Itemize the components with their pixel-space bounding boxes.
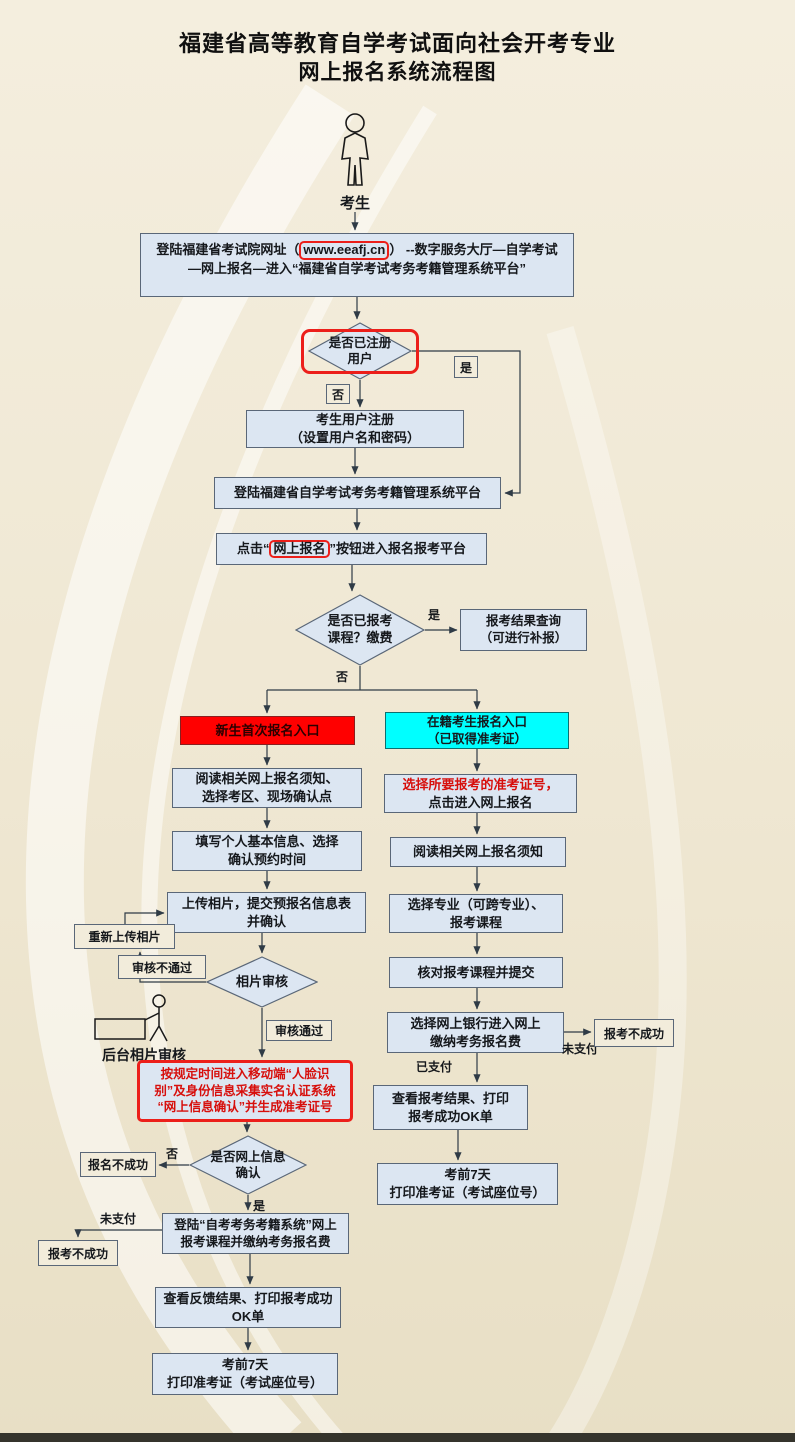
online-signup-text: 网上报名 [273, 540, 326, 556]
edge-label-yes-registered: 是 [454, 356, 478, 378]
edge-label-paid: 已支付 [416, 1060, 453, 1074]
node-check-course: 核对报考课程并提交 [389, 957, 563, 988]
node-exam-fail-right: 报考不成功 [594, 1019, 674, 1047]
click-text-post: ”按钮进入报名报考平台 [329, 541, 467, 557]
node-choose-major: 选择专业（可跨专业）、 报考课程 [389, 894, 563, 933]
node-face-recognition: 按规定时间进入移动端“人脸识 别”及身份信息采集实名认证系统 “网上信息确认”并… [137, 1060, 353, 1122]
backstage-reviewer-icon [92, 992, 182, 1044]
node-exam-fail-left: 报考不成功 [38, 1240, 118, 1266]
node-reupload-photo: 重新上传相片 [74, 924, 175, 949]
node-login-platform: 登陆福建省自学考试考务考籍管理系统平台 [214, 477, 501, 509]
decision-photo-review-label: 相片审核 [235, 973, 288, 989]
node-fill-info: 填写个人基本信息、选择 确认预约时间 [172, 831, 362, 871]
node-pay-course-new: 登陆“自考考务考籍系统”网上 报考课程并缴纳考务报名费 [162, 1213, 349, 1254]
edge-label-unpaid-left: 未支付 [100, 1212, 137, 1226]
node-print-ticket-new: 考前7天 打印准考证（考试座位号） [152, 1353, 338, 1395]
node-new-entry: 新生首次报名入口 [180, 716, 355, 745]
node-view-result-old: 查看报考结果、打印 报考成功OK单 [373, 1085, 528, 1130]
edge-label-no-enrolled: 否 [336, 670, 349, 684]
node-login-website: 登陆福建省考试院网址（www.eeafj.cn） --数字服务大厅—自学考试—网… [140, 233, 574, 297]
decision-online-confirm: 是否网上信息 确认 [189, 1135, 307, 1195]
node-print-ticket-old: 考前7天 打印准考证（考试座位号） [377, 1163, 558, 1205]
decision-photo-review: 相片审核 [206, 956, 318, 1008]
edge-label-confirm-no: 否 [166, 1147, 179, 1161]
node-upload-photo: 上传相片，提交预报名信息表 并确认 [167, 892, 366, 933]
website-url: www.eeafj.cn [303, 242, 386, 257]
node-old-entry: 在籍考生报名入口 （已取得准考证） [385, 712, 569, 749]
decision-online-confirm-label: 是否网上信息 确认 [210, 1149, 286, 1180]
choose-ticket-black-line: 点击进入网上报名 [428, 794, 533, 810]
candidate-label: 考生 [339, 195, 370, 212]
node-choose-ticket-number: 选择所要报考的准考证号， 点击进入网上报名 [384, 774, 577, 813]
page-title-line2: 网上报名系统流程图 [298, 60, 497, 84]
node-bank-pay: 选择网上银行进入网上 缴纳考务报名费 [387, 1012, 564, 1053]
website-url-highlight: www.eeafj.cn [299, 241, 390, 260]
page-title-line1: 福建省高等教育自学考试面向社会开考专业 [178, 31, 616, 56]
bottom-border-bar [0, 1433, 795, 1442]
decision-enrolled-label: 是否已报考 课程？缴费 [327, 613, 393, 645]
edge-label-review-fail: 审核不通过 [118, 955, 206, 979]
node-click-online-signup: 点击“网上报名”按钮进入报名报考平台 [216, 533, 487, 565]
decision-registered-label: 是否已注册 用户 [328, 335, 392, 366]
backstage-review-label: 后台相片审核 [102, 1047, 186, 1063]
node-read-notice-old: 阅读相关网上报名须知 [390, 837, 566, 867]
login-text-post: ） --数字服务大厅—自学考试—网上报名—进入“福建省自学考试考务考籍管理系统平… [187, 242, 558, 276]
decision-enrolled: 是否已报考 课程？缴费 [295, 594, 425, 666]
edge-label-no-registered: 否 [326, 384, 350, 404]
edge-label-review-pass: 审核通过 [266, 1020, 332, 1041]
edge-label-confirm-yes: 是 [253, 1199, 266, 1213]
edge-label-yes-enrolled: 是 [428, 608, 441, 622]
login-text-pre: 登陆福建省考试院网址（ [156, 242, 300, 257]
click-text-pre: 点击“ [236, 541, 270, 557]
node-read-notice-new: 阅读相关网上报名须知、 选择考区、现场确认点 [172, 768, 362, 808]
node-result-query: 报考结果查询 （可进行补报） [460, 609, 587, 651]
edge-label-unpaid-right: 未支付 [562, 1042, 599, 1056]
node-register: 考生用户注册 （设置用户名和密码） [246, 410, 464, 448]
candidate-figure-icon [327, 112, 383, 192]
choose-ticket-red-line: 选择所要报考的准考证号， [402, 776, 559, 792]
node-register-fail: 报名不成功 [80, 1152, 156, 1177]
node-feedback-new: 查看反馈结果、打印报考成功 OK单 [155, 1287, 341, 1328]
decision-registered: 是否已注册 用户 [308, 322, 412, 380]
online-signup-highlight: 网上报名 [269, 539, 330, 559]
